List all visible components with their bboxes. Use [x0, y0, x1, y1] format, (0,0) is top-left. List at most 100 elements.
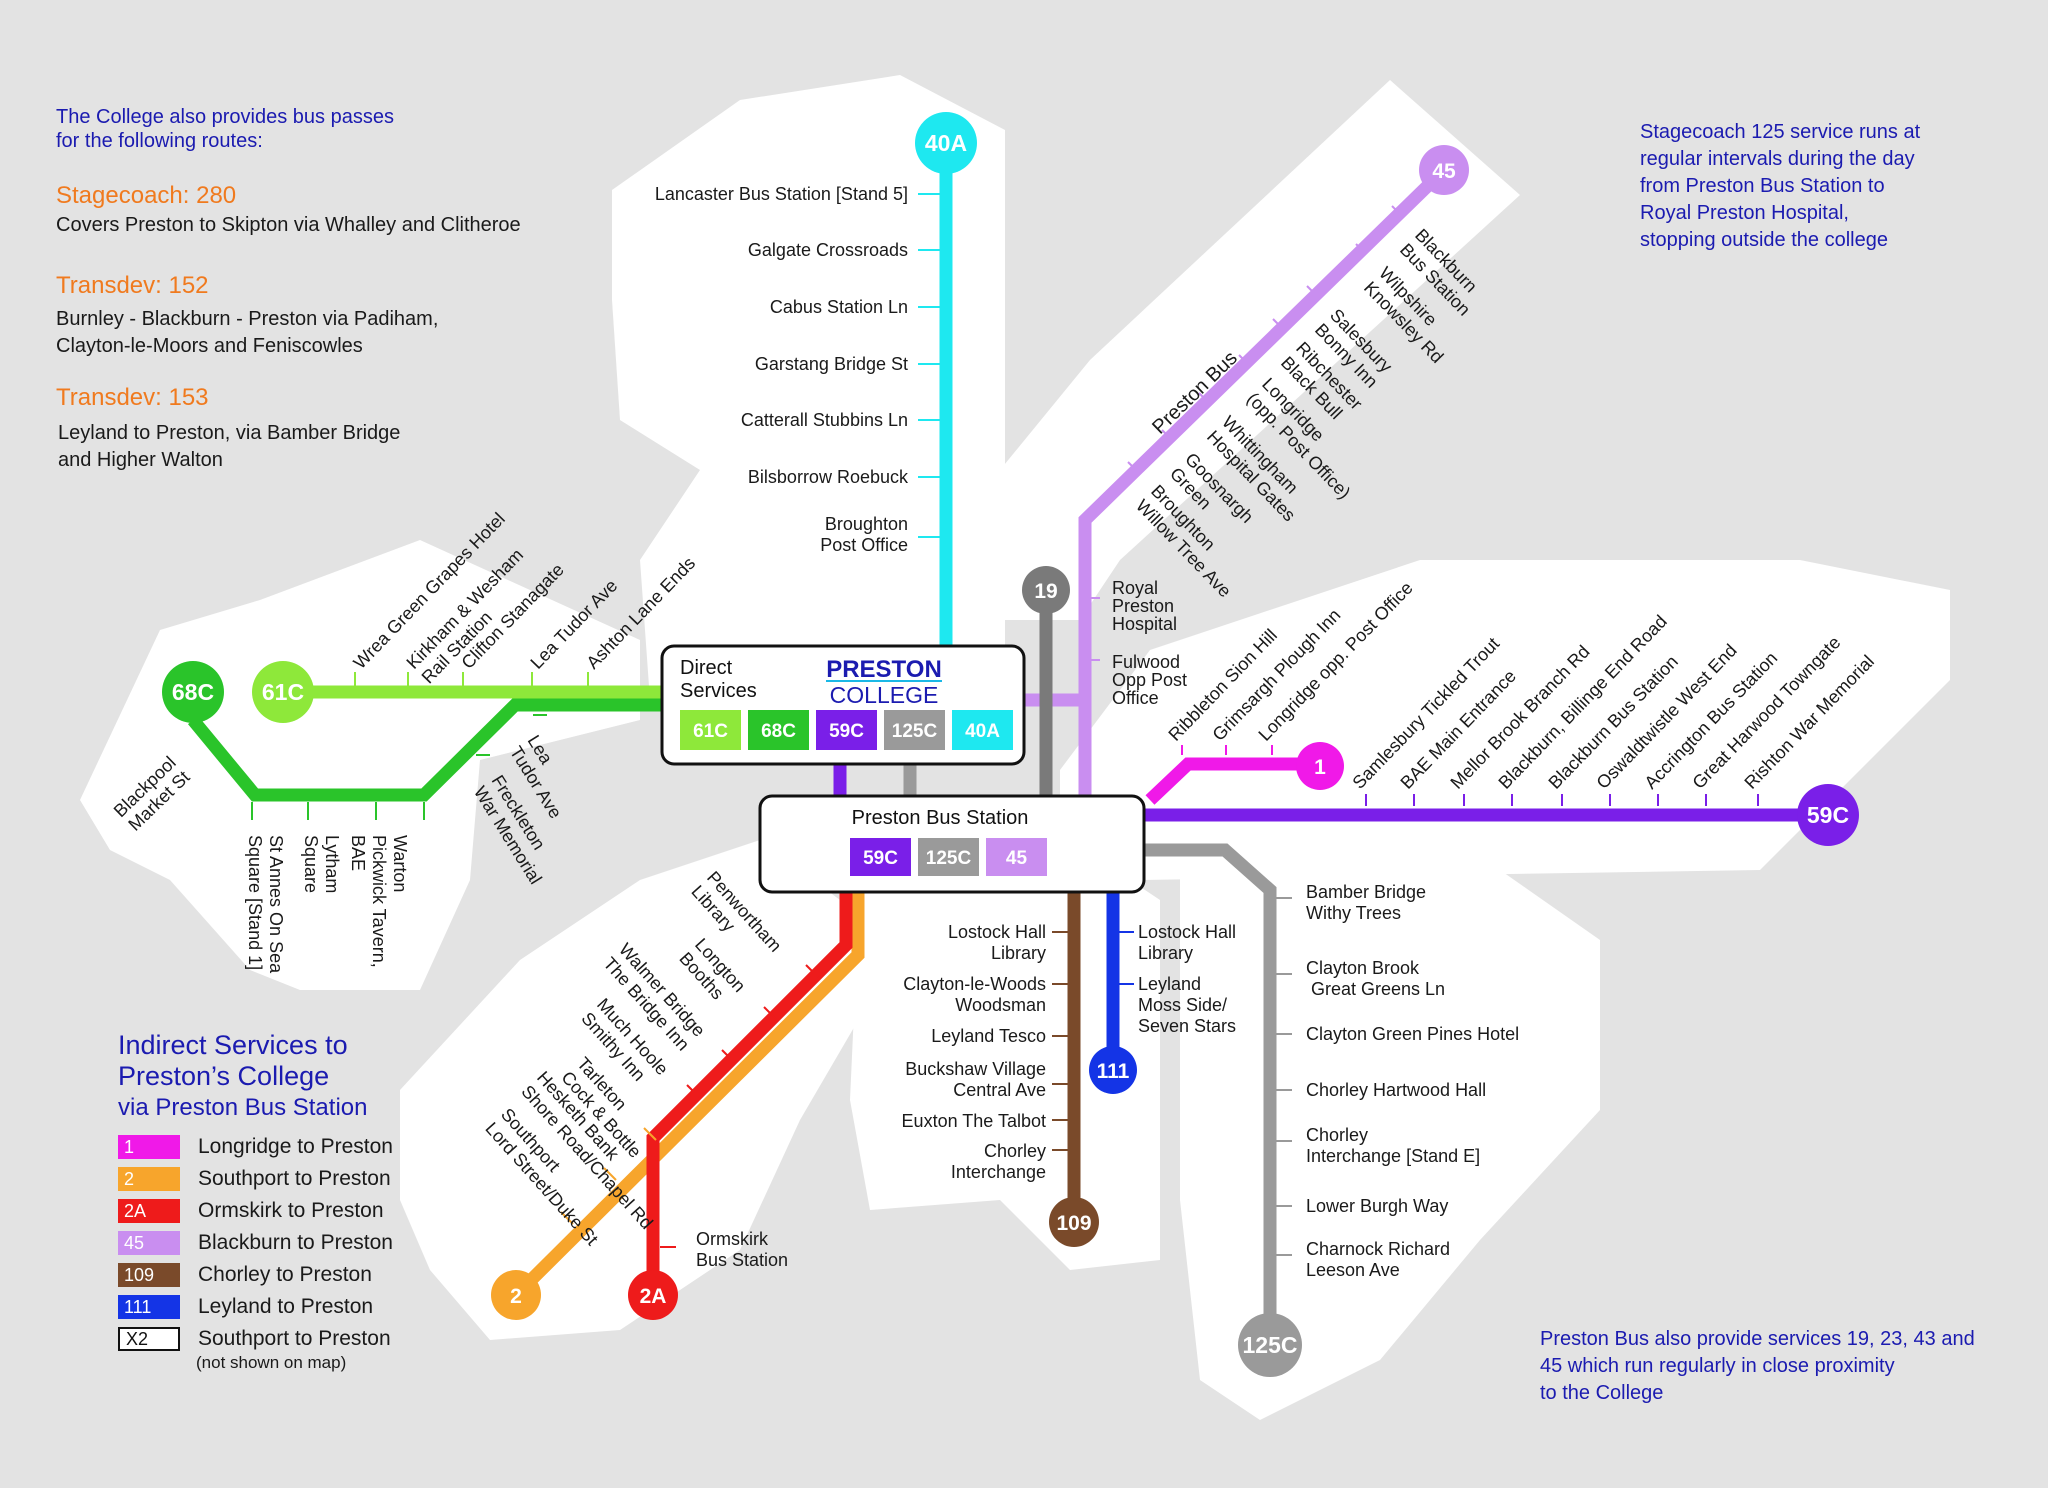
stop-125C-2-line: Clayton Green Pines Hotel — [1306, 1024, 1519, 1044]
stop-hospital-1-line: Opp Post — [1112, 670, 1187, 690]
route-circle-2A[interactable]: 2A — [628, 1270, 678, 1320]
legend-label-2: Southport to Preston — [198, 1167, 391, 1190]
stop-111-1-line: Seven Stars — [1138, 1016, 1236, 1036]
stop-tick — [763, 1006, 777, 1020]
legend-label-1: Longridge to Preston — [198, 1135, 393, 1158]
route-circle-19[interactable]: 19 — [1022, 566, 1070, 614]
route-circle-61C-disc[interactable] — [252, 661, 314, 723]
route-line-125C[interactable] — [1145, 843, 1277, 1345]
badge-45 — [986, 838, 1047, 876]
operator-transdev-152-desc: Burnley - Blackburn - Preston via Padiha… — [56, 306, 438, 360]
legend-swatch-1: 1 — [118, 1135, 180, 1159]
badge-40A-label: 40A — [965, 721, 1000, 742]
route-circle-2A-disc[interactable] — [628, 1270, 678, 1320]
route-circle-59C-disc[interactable] — [1797, 784, 1859, 846]
route-circle-2[interactable]: 2 — [491, 1270, 541, 1320]
route-circle-125C-disc[interactable] — [1238, 1313, 1302, 1377]
badge-125C — [918, 838, 979, 876]
stop-40A-0-line: Lancaster Bus Station [Stand 5] — [655, 184, 908, 204]
stop-125C-1: Clayton Brook Great Greens Ln — [1306, 958, 1445, 999]
stop-ticks — [251, 193, 1759, 1256]
route-circle-40A-disc[interactable] — [915, 112, 977, 174]
badge-61C — [680, 710, 741, 750]
stop-tick — [721, 1049, 735, 1063]
route-line-68C[interactable] — [187, 698, 665, 802]
route-circle-68C-disc[interactable] — [162, 661, 224, 723]
stop-40A-6-line: Post Office — [820, 535, 908, 555]
corridor-west — [80, 540, 640, 990]
legend-item-1: 1 Longridge to Preston — [118, 1134, 393, 1160]
stop-109-0-line: Lostock Hall — [948, 922, 1046, 942]
badge-59C — [850, 838, 911, 876]
route-circle-45[interactable]: 45 — [1419, 145, 1469, 195]
route-circle-109-disc[interactable] — [1049, 1197, 1099, 1247]
legend-label-109: Chorley to Preston — [198, 1263, 372, 1286]
stop-40A-0: Lancaster Bus Station [Stand 5] — [655, 184, 908, 204]
route-circle-40A[interactable]: 40A — [915, 112, 977, 174]
stop-109-5-line: Interchange — [951, 1162, 1046, 1182]
stop-tick — [603, 1167, 617, 1181]
route-circle-45-label: 45 — [1432, 160, 1456, 183]
note-top-line-4: Royal Preston Hospital, — [1640, 202, 1849, 224]
route-circle-59C[interactable]: 59C — [1797, 784, 1859, 846]
stop-tick — [1306, 285, 1318, 297]
stop-111-1-line: Leyland — [1138, 974, 1201, 994]
stop-68C-v-2-line: BAE — [348, 835, 368, 871]
route-circle-111-disc[interactable] — [1089, 1046, 1137, 1094]
intro-line-1: The College also provides bus passes — [56, 106, 394, 128]
route-terminus-circles: 40A 45 19 61C 68C 1 59C 111 109 125C 2 2A — [162, 112, 1859, 1377]
operator-stagecoach-280-title: Stagecoach: 280 — [56, 182, 237, 209]
route-line-2[interactable] — [511, 890, 865, 1300]
stop-111-0-line: Library — [1138, 943, 1193, 963]
stagecoach-125-note: Stagecoach 125 service runs at regular i… — [1640, 119, 1920, 254]
stop-125C-1-line: Clayton Brook — [1306, 958, 1420, 978]
route-circle-1-disc[interactable] — [1296, 742, 1344, 790]
operator-transdev-153-desc: Leyland to Preston, via Bamber Bridge an… — [58, 420, 400, 474]
stop-40A-3: Garstang Bridge St — [755, 354, 908, 374]
stop-109-2-line: Leyland Tesco — [931, 1026, 1046, 1046]
route-line-1[interactable] — [1145, 757, 1320, 805]
legend-swatch-111: 111 — [118, 1295, 180, 1319]
corridor-north — [612, 75, 1005, 740]
badge-68C — [748, 710, 809, 750]
route-circle-1[interactable]: 1 — [1296, 742, 1344, 790]
route-circle-68C-label: 68C — [172, 679, 214, 705]
legend-swatch-45: 45 — [118, 1231, 180, 1255]
route-circle-61C[interactable]: 61C — [252, 661, 314, 723]
route-circle-59C-label: 59C — [1807, 802, 1849, 828]
stop-125C-6-line: Leeson Ave — [1306, 1260, 1400, 1280]
badge-61C-label: 61C — [693, 721, 728, 742]
stop-hospital-1-line: Office — [1112, 688, 1159, 708]
route-circle-125C[interactable]: 125C — [1238, 1313, 1302, 1377]
stop-hospital-0-line: Preston — [1112, 596, 1174, 616]
route-circle-68C[interactable]: 68C — [162, 661, 224, 723]
stop-hospital-1-line: Fulwood — [1112, 652, 1180, 672]
stop-68C-v-2: WartonPickwick Tavern,BAE — [348, 835, 410, 968]
route-line-2A[interactable] — [646, 890, 853, 1295]
stop-125C-2: Clayton Green Pines Hotel — [1306, 1024, 1519, 1044]
route-circle-111[interactable]: 111 — [1089, 1046, 1137, 1094]
operator-transdev-153-desc-2: and Higher Walton — [58, 449, 223, 471]
route-circle-2-disc[interactable] — [491, 1270, 541, 1320]
stop-tick — [1272, 318, 1284, 330]
college-hub-line2: Services — [680, 680, 757, 702]
route-circle-111-label: 111 — [1097, 1060, 1130, 1083]
stop-tick — [805, 964, 819, 978]
route-circle-19-disc[interactable] — [1022, 566, 1070, 614]
route-circle-109[interactable]: 109 — [1049, 1197, 1099, 1247]
stop-2A-end-0-line: Ormskirk — [696, 1229, 769, 1249]
note-bottom-line-1: Preston Bus also provide services 19, 23… — [1540, 1328, 1975, 1350]
route-circle-45-disc[interactable] — [1419, 145, 1469, 195]
